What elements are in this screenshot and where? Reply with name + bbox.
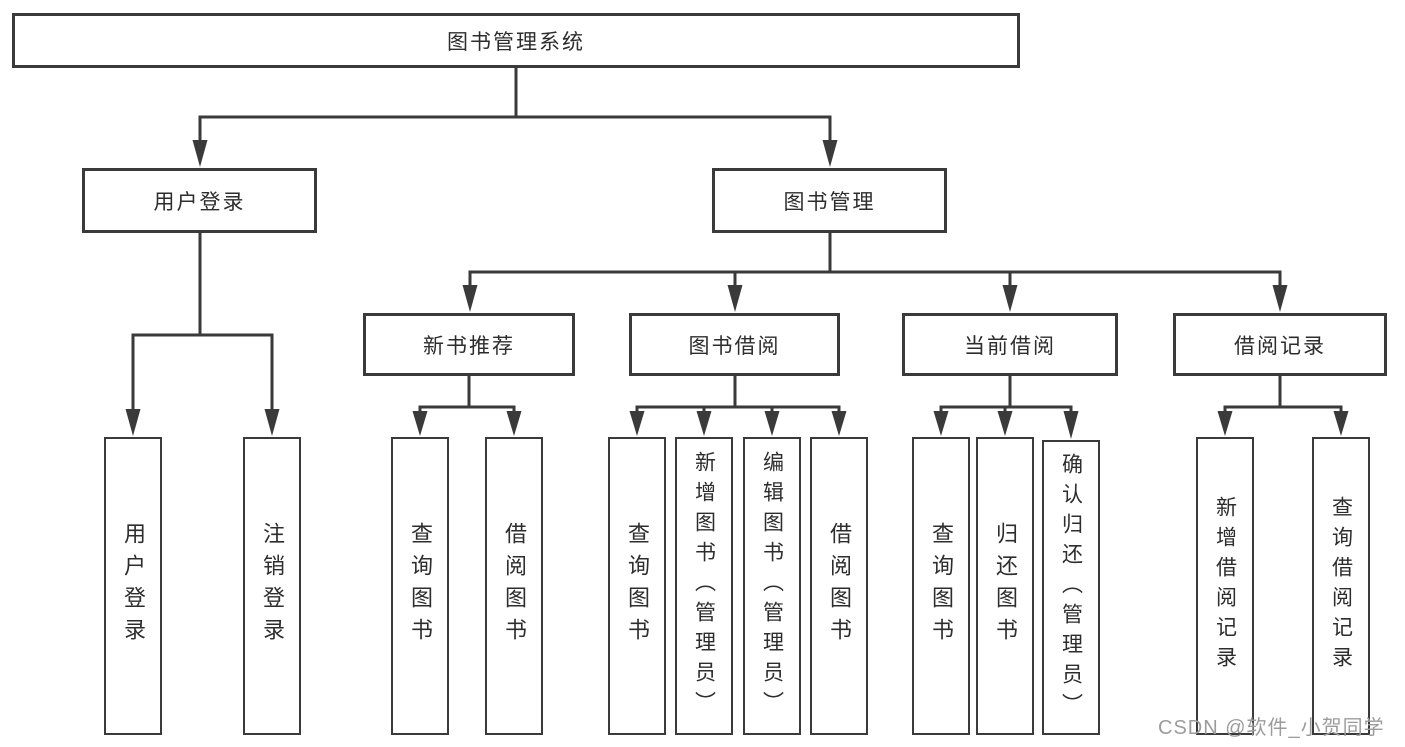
node-new-book-recommend: 新书推荐 (363, 313, 575, 376)
node-user-login: 用户登录 (82, 168, 317, 233)
leaf-query-borrow-record: 查询借阅记录 (1312, 437, 1370, 735)
leaf-add-books-admin: 新增图书（管理员） (675, 437, 733, 735)
node-borrow-records: 借阅记录 (1173, 313, 1387, 376)
leaf-query-books-borrow: 查询图书 (608, 437, 666, 735)
leaf-logout: 注销登录 (243, 437, 301, 735)
leaf-edit-books-admin: 编辑图书（管理员） (743, 437, 801, 735)
leaf-user-login: 用户登录 (104, 437, 162, 735)
leaf-confirm-return-admin: 确认归还（管理员） (1042, 440, 1100, 735)
leaf-borrow-books: 借阅图书 (810, 437, 868, 735)
csdn-watermark: CSDN @软件_小贺同学 (1158, 717, 1385, 739)
leaf-query-books-current: 查询图书 (912, 437, 970, 735)
leaf-add-borrow-record: 新增借阅记录 (1196, 437, 1254, 735)
leaf-query-books-recommend: 查询图书 (391, 437, 449, 735)
leaf-return-books: 归还图书 (976, 437, 1034, 735)
node-root-library-system: 图书管理系统 (12, 13, 1020, 68)
leaf-borrow-books-recommend: 借阅图书 (485, 437, 543, 735)
node-book-management: 图书管理 (712, 168, 947, 233)
node-book-borrow: 图书借阅 (629, 313, 840, 376)
node-current-borrow: 当前借阅 (902, 313, 1118, 376)
